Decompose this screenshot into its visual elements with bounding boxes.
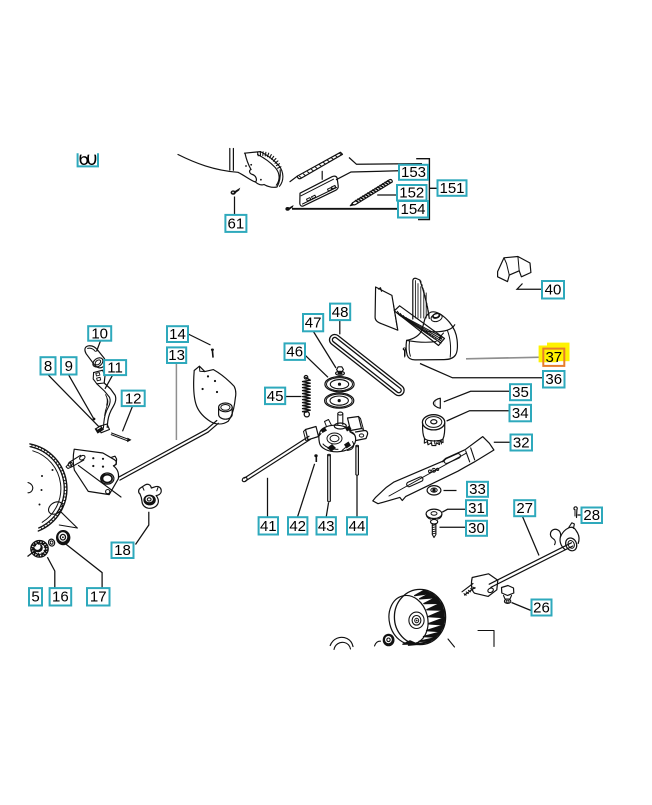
svg-text:44: 44 bbox=[349, 518, 366, 535]
svg-text:14: 14 bbox=[169, 326, 186, 343]
svg-text:154: 154 bbox=[400, 201, 425, 218]
svg-text:33: 33 bbox=[469, 481, 486, 498]
svg-text:12: 12 bbox=[125, 390, 142, 407]
svg-text:45: 45 bbox=[267, 388, 284, 405]
svg-text:27: 27 bbox=[516, 500, 533, 517]
svg-text:9: 9 bbox=[65, 358, 73, 375]
svg-text:5: 5 bbox=[31, 589, 39, 606]
svg-text:46: 46 bbox=[286, 344, 303, 361]
svg-text:16: 16 bbox=[52, 589, 69, 606]
svg-text:8: 8 bbox=[44, 358, 52, 375]
svg-text:153: 153 bbox=[401, 164, 426, 181]
svg-text:30: 30 bbox=[468, 520, 485, 537]
svg-text:152: 152 bbox=[399, 185, 424, 202]
svg-text:11: 11 bbox=[107, 360, 123, 377]
svg-text:41: 41 bbox=[260, 518, 277, 535]
svg-text:36: 36 bbox=[545, 371, 562, 388]
svg-text:31: 31 bbox=[468, 500, 485, 517]
svg-text:34: 34 bbox=[512, 405, 529, 422]
svg-text:43: 43 bbox=[318, 518, 335, 535]
svg-text:26: 26 bbox=[533, 599, 550, 616]
svg-text:18: 18 bbox=[114, 542, 131, 559]
svg-text:61: 61 bbox=[228, 215, 245, 232]
svg-text:37: 37 bbox=[545, 349, 562, 366]
svg-text:40: 40 bbox=[545, 282, 562, 299]
svg-text:47: 47 bbox=[305, 315, 322, 332]
svg-text:10: 10 bbox=[91, 325, 108, 342]
svg-text:35: 35 bbox=[512, 384, 529, 401]
svg-text:32: 32 bbox=[513, 434, 530, 451]
svg-text:151: 151 bbox=[439, 180, 464, 197]
svg-text:28: 28 bbox=[583, 507, 600, 524]
svg-text:42: 42 bbox=[289, 518, 306, 535]
svg-text:48: 48 bbox=[332, 304, 349, 321]
svg-text:13: 13 bbox=[168, 347, 185, 364]
svg-text:17: 17 bbox=[90, 589, 107, 606]
